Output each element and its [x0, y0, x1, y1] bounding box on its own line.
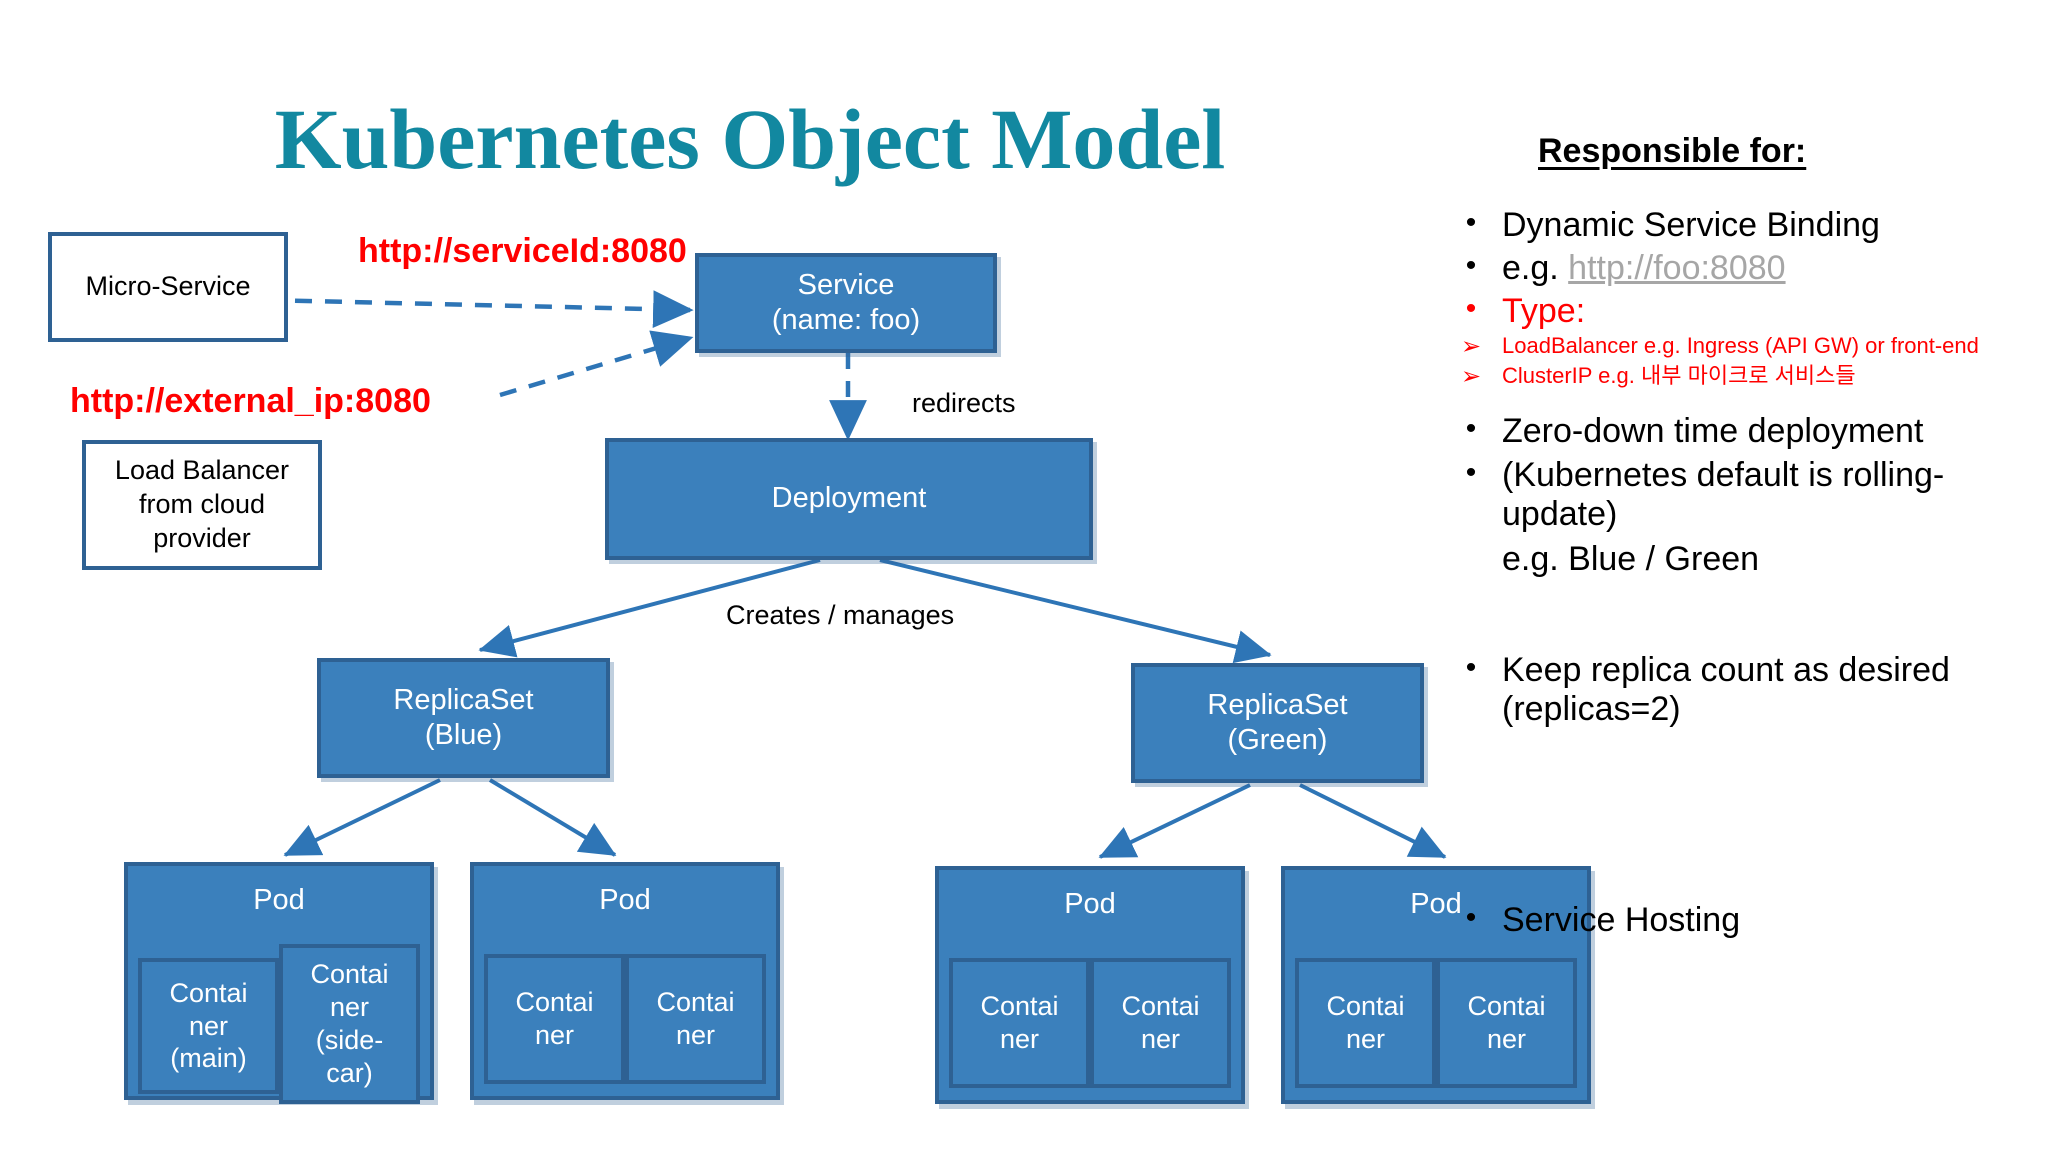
arrow-replicaset-blue-to-pod1: [283, 778, 441, 857]
box-replicaset-blue-label-color: (Blue): [424, 719, 503, 751]
responsibility-text: e.g. http://foo:8080: [1502, 249, 1786, 288]
label-url-external-ip: http://external_ip:8080: [70, 382, 431, 420]
container-2a[interactable]: Contai ner: [484, 954, 625, 1084]
pod-label-1: Pod: [253, 884, 305, 916]
box-micro-service[interactable]: Micro-Service: [48, 232, 288, 342]
box-service-label-detail: (name: foo): [771, 304, 921, 336]
box-load-balancer-label: Load Balancer from cloud provider: [114, 455, 290, 553]
container-3a[interactable]: Contai ner: [949, 958, 1090, 1088]
box-replicaset-blue[interactable]: ReplicaSet (Blue): [317, 658, 610, 778]
dot-bullet-icon: •: [1465, 249, 1477, 283]
responsibility-item: • (Kubernetes default is rolling-update): [1440, 456, 2048, 534]
arrow-bullet-icon: ➢: [1460, 362, 1482, 390]
responsibility-item: ➢ LoadBalancer e.g. Ingress (API GW) or f…: [1440, 333, 2048, 361]
dot-bullet-icon: •: [1465, 650, 1477, 684]
box-replicaset-green-label-name: ReplicaSet: [1207, 688, 1348, 721]
responsibilities-panel: Responsible for: • Dynamic Service Bindin…: [1440, 132, 2048, 1072]
box-deployment-label: Deployment: [771, 482, 927, 515]
box-load-balancer[interactable]: Load Balancer from cloud provider: [82, 440, 322, 570]
pod-label-4: Pod: [1410, 888, 1462, 920]
responsibility-text: Dynamic Service Binding: [1502, 206, 1880, 244]
arrow-microservice-to-service: [264, 290, 694, 329]
pod-box-2[interactable]: Pod Contai ner Contai ner: [470, 862, 780, 1100]
pod-label-3: Pod: [1064, 888, 1116, 920]
arrow-replicaset-green-to-pod4: [1299, 783, 1447, 859]
box-service-label-name: Service: [797, 268, 895, 301]
responsibility-text: e.g. Blue / Green: [1502, 539, 1760, 578]
box-micro-service-label: Micro-Service: [85, 271, 251, 302]
edge-label-creates-manages: Creates / manages: [726, 600, 955, 630]
responsibility-item: ➢ ClusterIP e.g. 내부 마이크로 서비스들: [1440, 363, 2048, 391]
responsibility-text: (Kubernetes default is rolling-update): [1502, 455, 1945, 533]
arrow-externalip-to-service: [499, 330, 694, 398]
page-title: Kubernetes Object Model: [274, 91, 1226, 187]
box-replicaset-green-label-color: (Green): [1227, 724, 1328, 756]
dot-bullet-icon: •: [1465, 206, 1477, 239]
responsibility-item: • Dynamic Service Binding: [1440, 206, 2048, 245]
box-replicaset-green[interactable]: ReplicaSet (Green): [1131, 663, 1424, 783]
responsibility-text: Keep replica count as desired (replicas=…: [1502, 650, 1950, 728]
container-main-1[interactable]: Contai ner (main): [138, 958, 279, 1094]
pod-box-1[interactable]: Pod Contai ner (main) Contai ner (side- …: [124, 862, 434, 1104]
responsibility-text: Type:: [1502, 292, 1586, 331]
container-4b[interactable]: Contai ner: [1436, 958, 1577, 1088]
responsibility-item: • Type:: [1440, 292, 2048, 331]
container-3b[interactable]: Contai ner: [1090, 958, 1231, 1088]
responsibility-item: • e.g. http://foo:8080: [1440, 249, 2048, 288]
dot-bullet-icon: •: [1465, 455, 1477, 489]
responsibility-item: • Keep replica count as desired (replicas…: [1440, 651, 2048, 729]
responsibility-item: e.g. Blue / Green: [1440, 540, 2048, 579]
responsibility-text: LoadBalancer e.g. Ingress (API GW) or fr…: [1502, 333, 1979, 359]
box-deployment[interactable]: Deployment: [605, 438, 1093, 560]
responsibility-item: • Zero-down time deployment: [1440, 412, 2048, 451]
dot-bullet-icon: •: [1465, 412, 1477, 446]
dot-bullet-icon: •: [1465, 292, 1477, 326]
container-2b[interactable]: Contai ner: [625, 954, 766, 1084]
box-service[interactable]: Service (name: foo): [695, 253, 997, 353]
dot-bullet-icon: •: [1465, 901, 1477, 935]
responsibility-text: ClusterIP e.g. 내부 마이크로 서비스들: [1502, 362, 1856, 388]
responsibilities-list: • Dynamic Service Binding • e.g. http://foo…: [1440, 206, 2048, 940]
container-sidecar-1[interactable]: Contai ner (side- car): [279, 944, 420, 1104]
pod-label-2: Pod: [599, 884, 651, 916]
responsibility-text: Zero-down time deployment: [1502, 412, 1924, 451]
label-url-serviceid: http://serviceId:8080: [358, 232, 687, 270]
responsibility-item: • Service Hosting: [1440, 901, 2048, 940]
arrow-replicaset-green-to-pod3: [1098, 783, 1251, 859]
foo-service-link[interactable]: http://foo:8080: [1568, 249, 1786, 288]
responsibility-text: Service Hosting: [1502, 901, 1741, 940]
pod-box-4[interactable]: Pod Contai ner Contai ner: [1281, 866, 1591, 1104]
edge-label-redirects: redirects: [912, 388, 1016, 418]
arrow-replicaset-blue-to-pod2: [488, 778, 617, 857]
box-replicaset-blue-label-name: ReplicaSet: [393, 683, 534, 716]
pod-box-3[interactable]: Pod Contai ner Contai ner: [935, 866, 1245, 1104]
arrow-bullet-icon: ➢: [1460, 333, 1482, 361]
container-4a[interactable]: Contai ner: [1295, 958, 1436, 1088]
panel-heading: Responsible for:: [1538, 132, 1807, 170]
